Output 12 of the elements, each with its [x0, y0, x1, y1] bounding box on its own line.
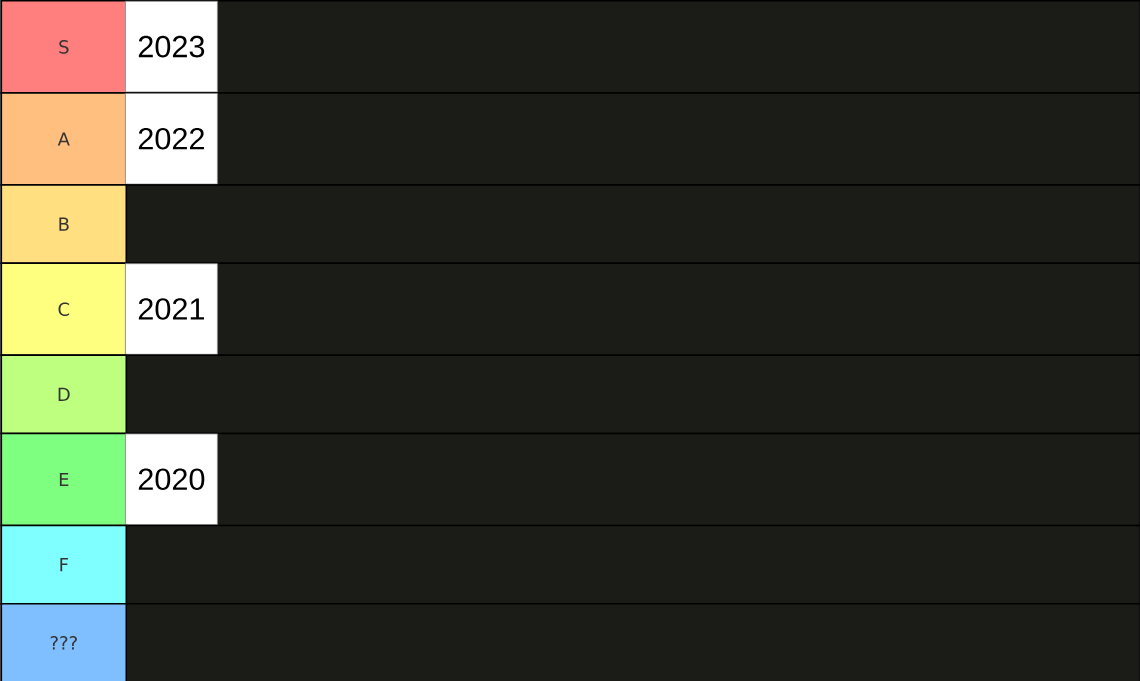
tier-label: C [0, 262, 128, 357]
item-tile: 2021 [125, 263, 218, 355]
item-tile: 2022 [125, 93, 218, 185]
tier-label: ??? [0, 602, 128, 681]
item-tile: 2020 [125, 433, 218, 525]
tier-label: B [0, 184, 128, 264]
tier-label: E [0, 432, 128, 527]
tier-label: D [0, 354, 128, 435]
item-tile: 2023 [125, 0, 218, 93]
tier-label: S [0, 0, 128, 94]
tier-label: F [0, 524, 128, 605]
tier-label: A [0, 92, 128, 186]
